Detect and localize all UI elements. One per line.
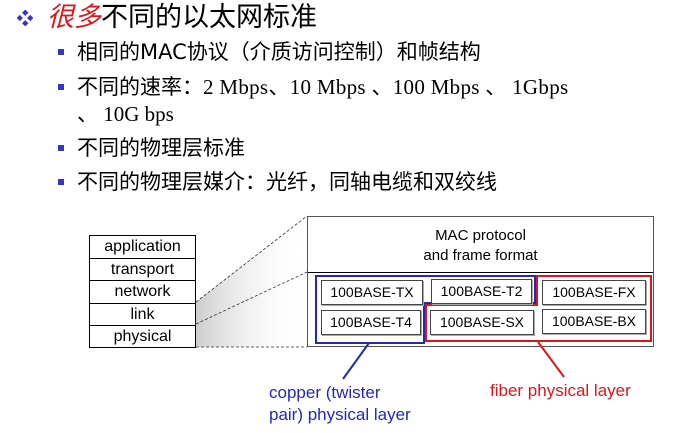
phy-100base-t2: 100BASE-T2 [431, 279, 532, 304]
layer-application: application [89, 235, 196, 258]
phy-100base-sx: 100BASE-SX [430, 310, 534, 335]
bullet-speeds: 不同的速率：2 Mbps、10 Mbps 、100 Mbps 、 1Gbps [77, 73, 568, 101]
protocol-stack: application transport network link physi… [89, 235, 196, 348]
phy-100base-t4: 100BASE-T4 [321, 310, 421, 335]
bullet-phy-standards: 不同的物理层标准 [77, 136, 245, 160]
title-emphasis: 很多 [47, 2, 101, 33]
copper-label-line1: copper (twister [269, 383, 381, 402]
layer-network: network [89, 280, 196, 303]
bullet-same-mac: 相同的MAC协议（介质访问控制）和帧结构 [77, 40, 481, 64]
title-rest: 不同的以太网标准 [101, 2, 317, 33]
copper-label-line2: pair) physical layer [269, 405, 411, 424]
square-bullet-icon [58, 84, 64, 90]
mac-title: MAC protocol and frame format [308, 226, 653, 266]
slide-title: 很多不同的以太网标准 [47, 2, 317, 34]
mac-title-line2: and frame format [423, 247, 538, 264]
phy-100base-bx: 100BASE-BX [542, 309, 646, 334]
mac-box [307, 216, 654, 347]
layer-link: link [89, 302, 196, 325]
square-bullet-icon [58, 179, 64, 185]
copper-label: copper (twister pair) physical layer [269, 382, 411, 426]
square-bullet-icon [58, 49, 64, 55]
layer-physical: physical [89, 325, 196, 348]
diamond-bullet-icon [17, 10, 33, 26]
mac-divider [308, 272, 653, 273]
square-bullet-icon [58, 145, 64, 151]
speeds-prefix: 不同的速率： [77, 75, 203, 99]
bullet-phy-media: 不同的物理层媒介：光纤，同轴电缆和双绞线 [77, 170, 497, 194]
layer-transport: transport [89, 257, 196, 280]
mac-title-line1: MAC protocol [435, 227, 526, 244]
bullet-speeds-continued: 、 10G bps [77, 102, 174, 126]
phy-100base-fx: 100BASE-FX [542, 280, 646, 305]
speeds-values: 2 Mbps、10 Mbps 、100 Mbps 、 1Gbps [203, 75, 569, 99]
fiber-label: fiber physical layer [490, 381, 631, 400]
phy-100base-tx: 100BASE-TX [321, 280, 423, 305]
